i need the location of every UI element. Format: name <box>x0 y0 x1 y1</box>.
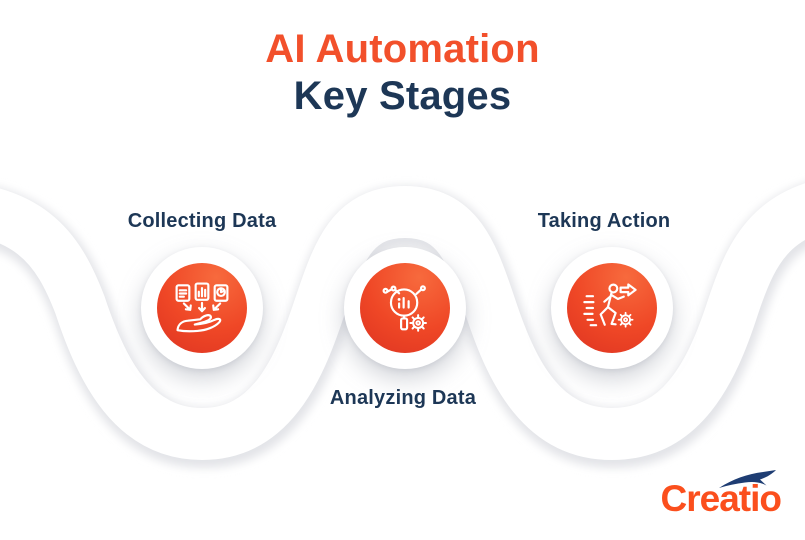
stage-circle-analyzing-data <box>344 247 466 369</box>
stage-orb-taking-action <box>567 263 657 353</box>
title-line-2: Key Stages <box>293 74 512 118</box>
creatio-logo: Creatio <box>660 470 782 520</box>
swoosh-arrow-icon <box>719 470 776 489</box>
title-line-1: AI Automation <box>265 27 540 71</box>
stage-circle-collecting-data <box>141 247 263 369</box>
documents-into-hand-icon <box>175 282 229 333</box>
stage-circle-taking-action <box>551 247 673 369</box>
stage-orb-analyzing-data <box>360 263 450 353</box>
stage-label-taking-action: Taking Action <box>537 210 671 232</box>
path-band <box>0 183 805 461</box>
page-title: AI Automation Key Stages <box>0 26 805 120</box>
stage-label-collecting-data: Collecting Data <box>127 210 277 232</box>
stage-label-analyzing-data: Analyzing Data <box>329 387 477 409</box>
magnifier-bar-chart-gear-icon <box>382 285 427 332</box>
creatio-wordmark: Creatio <box>660 478 782 520</box>
running-figure-arrow-gear-icon <box>583 283 637 328</box>
stage-orb-collecting-data <box>157 263 247 353</box>
